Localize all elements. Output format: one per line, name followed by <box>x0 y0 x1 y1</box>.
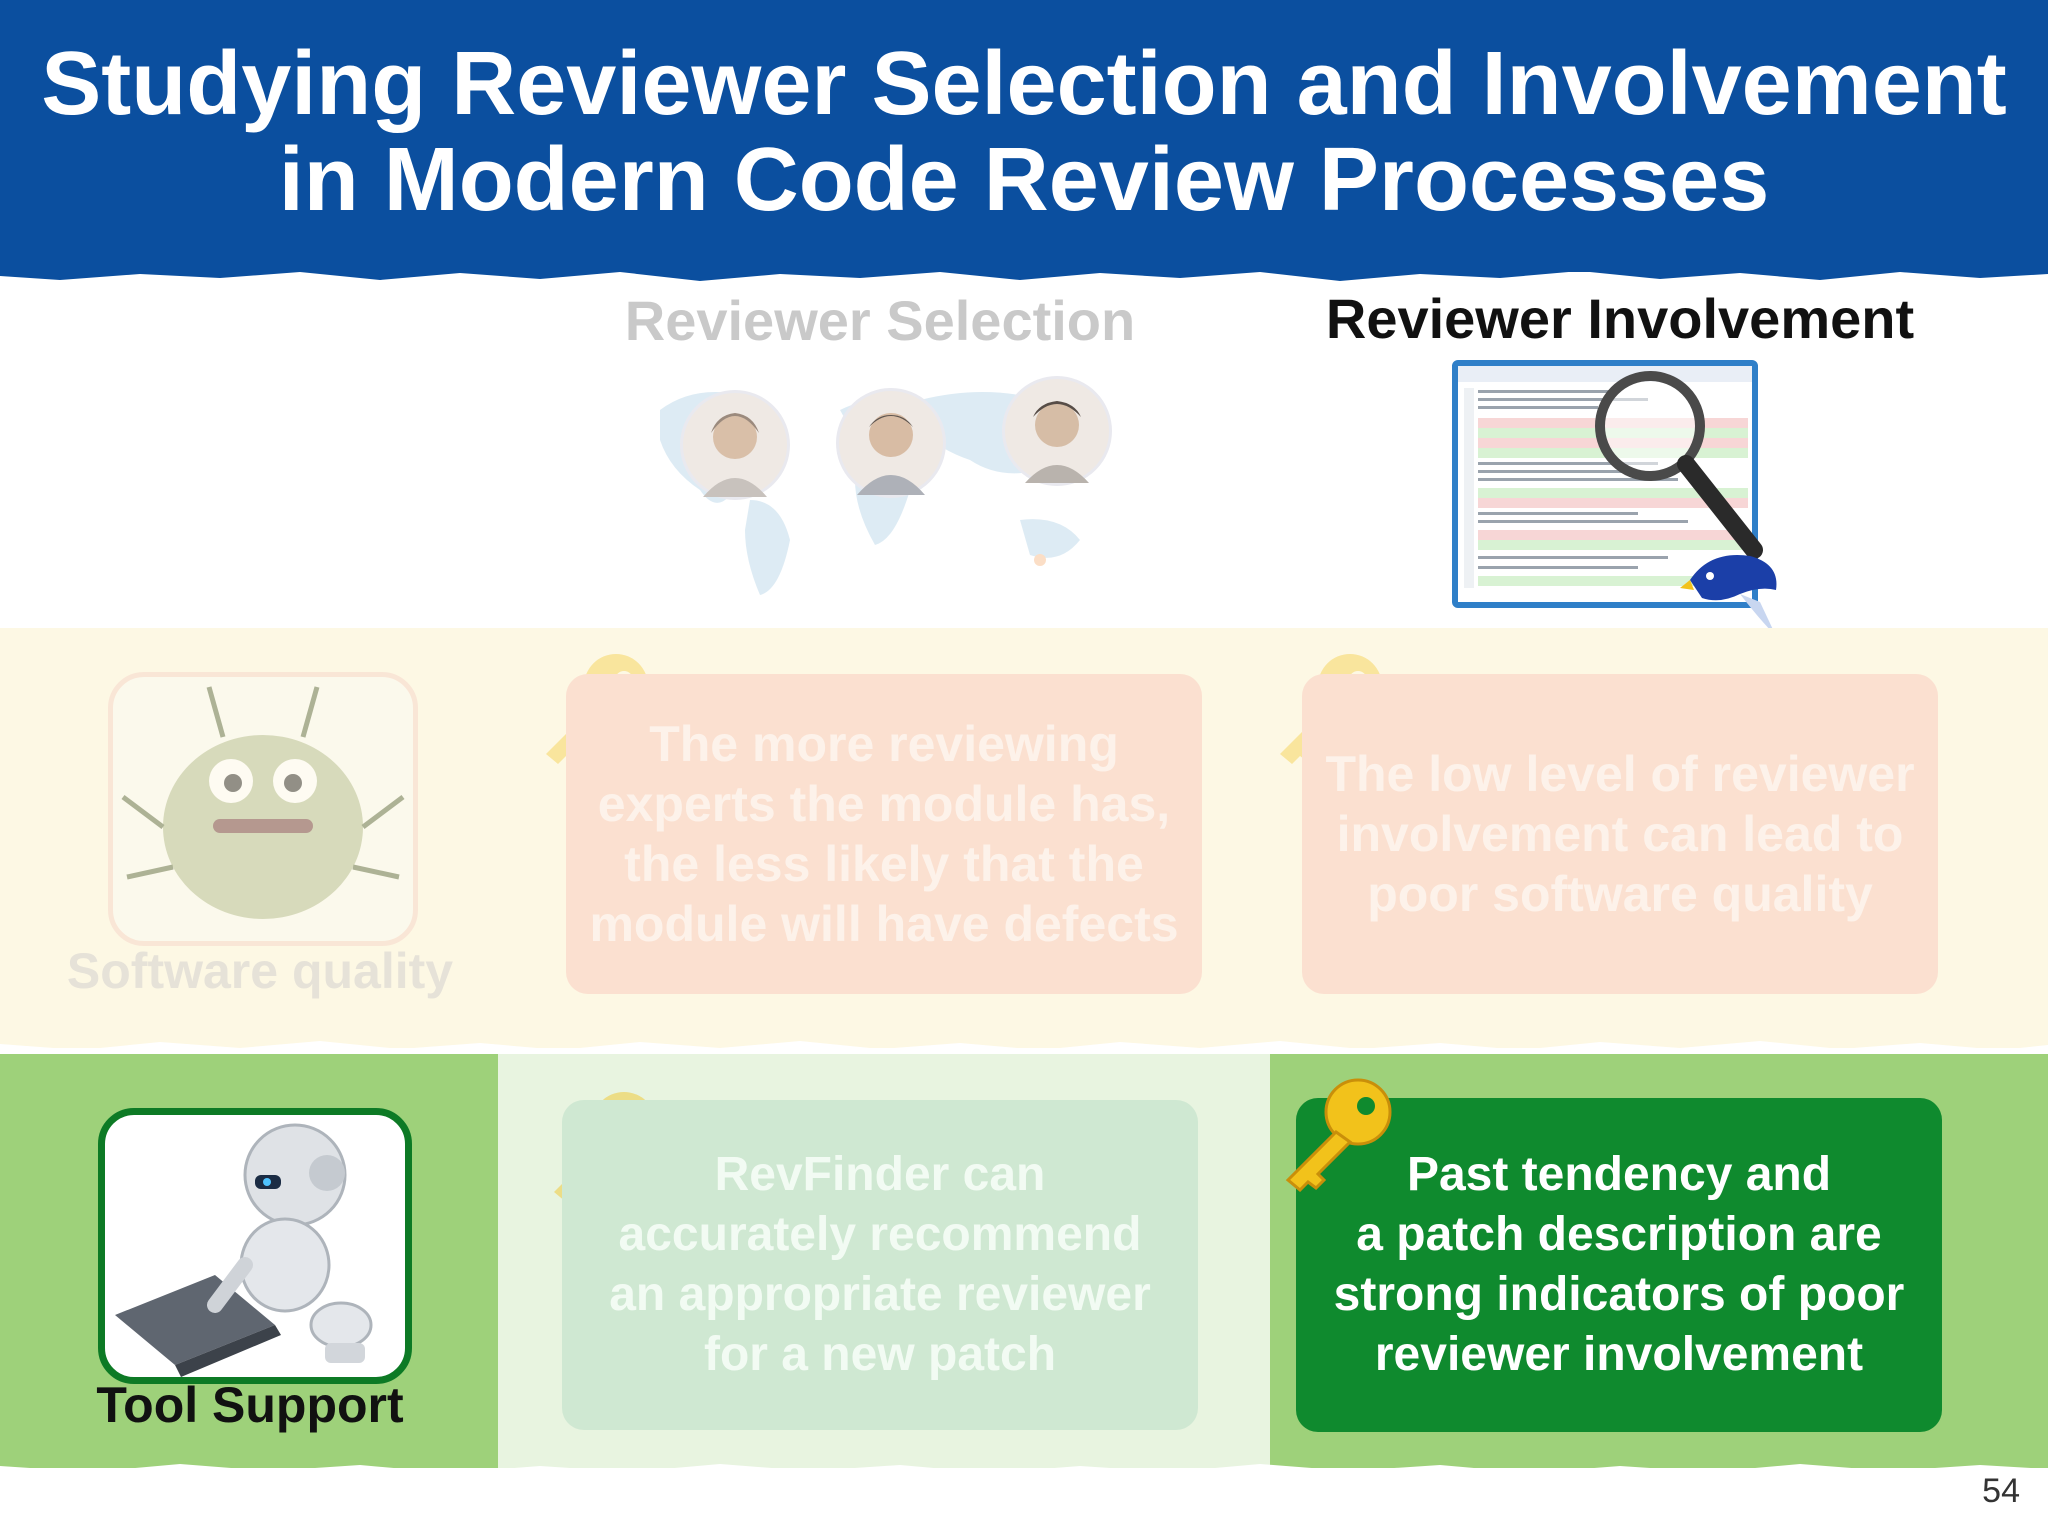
torn-edge-bottom <box>0 1464 2048 1482</box>
magnifier-icon <box>1595 371 1763 559</box>
avatar <box>836 388 946 498</box>
bug-icon-frame <box>108 672 418 946</box>
page-number: 54 <box>1982 1472 2020 1510</box>
key-icon <box>1285 1078 1392 1192</box>
torn-edge-top <box>0 256 2048 281</box>
bird-icon <box>1680 555 1777 636</box>
avatar <box>680 390 790 500</box>
finding-card-low-involvement: The low level of reviewer involvement ca… <box>1302 674 1938 994</box>
heading-reviewer-selection: Reviewer Selection <box>624 289 1136 352</box>
robot-icon <box>115 1123 373 1377</box>
avatar <box>1002 376 1112 486</box>
row-label-software-quality: Software quality <box>66 943 454 999</box>
bug-icon <box>121 686 405 919</box>
finding-card-involvement-indicators: Past tendency and a patch description ar… <box>1296 1098 1942 1432</box>
finding-card-revfinder: RevFinder can accurately recommend an ap… <box>562 1100 1198 1430</box>
robot-icon-frame <box>98 1108 412 1384</box>
finding-card-expert-reviewers: The more reviewing experts the module ha… <box>566 674 1202 994</box>
title-banner <box>0 0 2048 272</box>
slide-title: Studying Reviewer Selection and Involvem… <box>41 34 2007 230</box>
heading-reviewer-involvement: Reviewer Involvement <box>1325 287 1915 350</box>
row-label-tool-support: Tool Support <box>96 1377 404 1433</box>
